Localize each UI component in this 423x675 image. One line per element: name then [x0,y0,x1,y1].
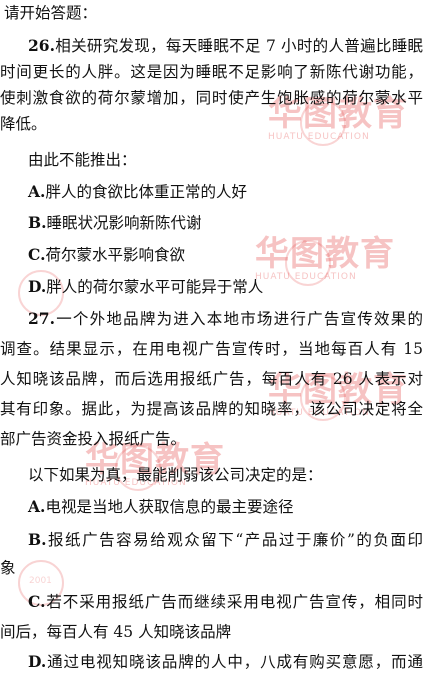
option-b[interactable]: B.睡眠状况影响新陈代谢 [0,210,423,236]
option-d[interactable]: D.通过电视知晓该品牌的人中，八成有购买意愿，而通 [0,649,423,675]
option-letter: D. [28,652,46,671]
question-text: 一个外地品牌为进入本地市场进行广告宣传效果的 [55,310,423,328]
option-letter: D. [28,277,46,296]
question-text: 调查。结果显示，在用电视广告宣传时，当地每百人有 15 [0,340,423,358]
question-27-prompt: 以下如果为真，最能削弱该公司决定的是： [0,462,423,488]
question-27-stem-line: 27.一个外地品牌为进入本地市场进行广告宣传效果的 [0,306,423,332]
option-text: 荷尔蒙水平影响食欲 [45,246,185,264]
question-27-stem-line: 部广告资金投入报纸广告。 [0,426,423,452]
question-text: 相关研究发现，每天睡眠不足 7 小时的人普遍比睡眠 [55,37,423,55]
option-a[interactable]: A.电视是当地人获取信息的最主要途径 [0,494,423,520]
option-text: 胖人的荷尔蒙水平可能异于常人 [46,278,263,296]
option-letter: B. [28,530,47,549]
option-letter: A. [28,182,45,201]
option-text: 象 [0,559,16,577]
question-26-stem-line: 时间更长的人胖。这是因为睡眠不足影响了新陈代谢功能， [0,59,423,85]
option-b[interactable]: B.报纸广告容易给观众留下“产品过于廉价”的负面印 [0,527,423,553]
question-number: 26. [28,36,55,55]
question-27-stem-line: 人知晓该品牌，而后选用报纸广告，每百人有 26 人表示对 [0,366,423,392]
option-letter: B. [28,213,47,232]
option-text: 电视是当地人获取信息的最主要途径 [45,498,293,516]
option-text: 胖人的食欲比体重正常的人好 [45,183,247,201]
question-text: 部广告资金投入报纸广告。 [0,430,186,448]
option-letter: A. [28,497,45,516]
option-text: 睡眠状况影响新陈代谢 [47,214,202,232]
question-26-stem-line: 降低。 [0,111,423,137]
option-c-continuation: 间后，每百人有 45 人知晓该品牌 [0,619,423,645]
option-b-continuation: 象 [0,555,423,581]
option-text: 若不采用报纸广告而继续采用电视广告宣传，相同时 [45,593,423,611]
question-26-stem-line: 26.相关研究发现，每天睡眠不足 7 小时的人普遍比睡眠 [0,33,423,59]
question-text: 其有印象。据此，为提高该品牌的知晓率，该公司决定将全 [0,400,423,418]
intro-line: 请开始答题： [0,0,423,26]
question-26-prompt: 由此不能推出： [0,147,423,173]
question-27-stem-line: 其有印象。据此，为提高该品牌的知晓率，该公司决定将全 [0,396,423,422]
option-d[interactable]: D.胖人的荷尔蒙水平可能异于常人 [0,274,423,300]
question-text: 降低。 [0,115,47,133]
option-letter: C. [28,245,45,264]
option-c[interactable]: C.若不采用报纸广告而继续采用电视广告宣传，相同时 [0,589,423,615]
question-text: 使刺激食欲的荷尔蒙增加，同时使产生饱胀感的荷尔蒙水平 [0,89,423,107]
option-c[interactable]: C.荷尔蒙水平影响食欲 [0,242,423,268]
option-text: 通过电视知晓该品牌的人中，八成有购买意愿，而通 [46,653,423,671]
option-text: 间后，每百人有 45 人知晓该品牌 [0,623,231,641]
question-26-stem-line: 使刺激食欲的荷尔蒙增加，同时使产生饱胀感的荷尔蒙水平 [0,85,423,111]
question-number: 27. [28,309,55,328]
option-text: 报纸广告容易给观众留下“产品过于廉价”的负面印 [47,531,423,549]
intro-text: 请开始答题： [4,4,97,22]
option-a[interactable]: A.胖人的食欲比体重正常的人好 [0,179,423,205]
prompt-text: 由此不能推出： [28,151,137,169]
question-text: 人知晓该品牌，而后选用报纸广告，每百人有 26 人表示对 [0,370,423,388]
question-text: 时间更长的人胖。这是因为睡眠不足影响了新陈代谢功能， [0,63,423,81]
question-27-stem-line: 调查。结果显示，在用电视广告宣传时，当地每百人有 15 [0,336,423,362]
option-letter: C. [28,592,45,611]
prompt-text: 以下如果为真，最能削弱该公司决定的是： [28,466,323,484]
